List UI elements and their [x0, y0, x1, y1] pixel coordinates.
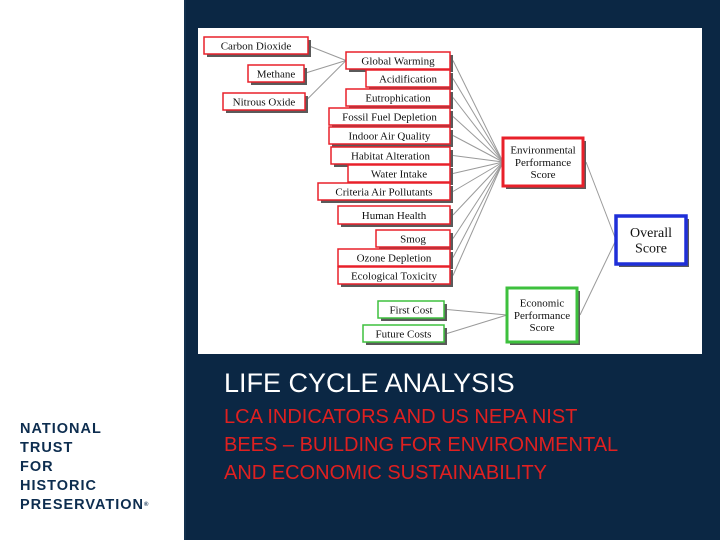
slide-subtitle: LCA INDICATORS AND US NEPA NIST BEES – B… [224, 403, 714, 487]
indicator-link-4 [452, 135, 504, 163]
cost-link-0 [446, 309, 508, 316]
input-nitrous-oxide-label: Nitrous Oxide [233, 96, 296, 108]
indicator-smog: Smog [375, 229, 453, 250]
indicator-ecological-toxicity: Ecological Toxicity [337, 266, 453, 287]
input-methane: Methane [247, 64, 307, 85]
indicator-acidification-frame [365, 69, 451, 88]
economic-performance-score-label: Economic [520, 298, 565, 310]
indicator-criteria-air-pollutants: Criteria Air Pollutants [317, 182, 453, 203]
indicator-link-11 [452, 161, 504, 276]
cost-link-1 [446, 314, 508, 334]
indicator-water-intake-label: Water Intake [371, 168, 427, 180]
slide-title: LIFE CYCLE ANALYSIS [224, 368, 515, 398]
cost-future-costs: Future Costs [362, 324, 447, 345]
environmental-performance-score-label: Performance [515, 157, 571, 169]
input-carbon-dioxide-frame [203, 36, 309, 55]
subtitle-line-3: AND ECONOMIC SUSTAINABILITY [224, 462, 548, 484]
cost-first-cost: First Cost [377, 300, 447, 321]
input-carbon-dioxide-label: Carbon Dioxide [221, 40, 292, 52]
logo-line-national: NATIONAL [20, 421, 102, 437]
indicator-fossil-fuel-depletion-frame [328, 107, 451, 126]
indicator-ecological-toxicity-frame [337, 266, 451, 285]
overall-score-frame [614, 214, 688, 266]
indicator-fossil-fuel-depletion: Fossil Fuel Depletion [328, 107, 453, 128]
indicator-habitat-alteration: Habitat Alteration [330, 146, 453, 167]
indicator-eutrophication: Eutrophication [345, 88, 453, 109]
indicator-global-warming-label: Global Warming [361, 55, 435, 67]
environmental-performance-score-frame [501, 136, 585, 188]
indicator-water-intake-frame [347, 164, 451, 183]
input-link-1 [303, 60, 347, 74]
indicator-human-health: Human Health [337, 205, 453, 227]
indicator-ozone-depletion-label: Ozone Depletion [357, 252, 432, 264]
indicator-criteria-air-pollutants-label: Criteria Air Pollutants [335, 186, 432, 198]
indicator-eutrophication-frame [345, 88, 451, 107]
indicator-fossil-fuel-depletion-label: Fossil Fuel Depletion [342, 111, 437, 123]
overall-score-label: Overall [630, 226, 672, 241]
logo-line-for: FOR [20, 459, 54, 475]
input-link-0 [307, 45, 347, 61]
indicator-link-0 [452, 60, 504, 163]
indicator-eutrophication-label: Eutrophication [365, 92, 431, 104]
indicator-human-health-label: Human Health [362, 210, 427, 222]
subtitle-line-1: LCA INDICATORS AND US NEPA NIST [224, 406, 578, 428]
input-methane-label: Methane [257, 68, 296, 80]
economic-performance-score-label: Score [529, 322, 554, 334]
indicator-link-1 [452, 78, 504, 163]
env-to-overall-link [585, 161, 617, 241]
indicator-ozone-depletion: Ozone Depletion [337, 248, 453, 269]
indicator-ecological-toxicity-label: Ecological Toxicity [351, 270, 438, 282]
economic-performance-score-label: Performance [514, 310, 570, 322]
economic-performance-score-frame [505, 286, 579, 344]
environmental-performance-score-label: Environmental [510, 145, 575, 157]
indicator-ozone-depletion-frame [337, 248, 451, 267]
indicator-link-7 [452, 161, 504, 192]
indicator-link-8 [452, 161, 504, 216]
indicator-smog-label: Smog [400, 233, 426, 245]
input-nitrous-oxide-frame [222, 92, 306, 111]
national-trust-logo: NATIONAL TRUST FOR HISTORIC PRESERVATION… [20, 420, 180, 515]
indicator-criteria-air-pollutants-frame [317, 182, 451, 201]
indicator-acidification: Acidification [365, 69, 453, 90]
indicator-link-3 [452, 116, 504, 163]
indicator-human-health-frame [337, 205, 451, 225]
indicator-indoor-air-quality-label: Indoor Air Quality [349, 130, 431, 142]
indicator-indoor-air-quality-frame [328, 126, 451, 145]
eco-to-overall-link [579, 239, 617, 316]
input-methane-frame [247, 64, 305, 83]
indicator-link-10 [452, 161, 504, 258]
overall-score-label: Score [635, 242, 667, 257]
indicator-habitat-alteration-frame [330, 146, 451, 165]
logo-line-trust: TRUST [20, 440, 74, 456]
indicator-link-6 [452, 161, 504, 174]
trademark-mark: ® [144, 502, 149, 508]
input-carbon-dioxide: Carbon Dioxide [203, 36, 311, 57]
input-nitrous-oxide: Nitrous Oxide [222, 92, 308, 113]
indicator-water-intake: Water Intake [347, 164, 453, 185]
indicator-acidification-label: Acidification [379, 73, 438, 85]
input-link-2 [304, 60, 347, 102]
environmental-performance-score-label: Score [530, 169, 555, 181]
indicator-global-warming-frame [345, 51, 451, 70]
cost-future-costs-frame [362, 324, 445, 343]
indicator-global-warming: Global Warming [345, 51, 453, 72]
cost-first-cost-frame [377, 300, 445, 319]
indicator-indoor-air-quality: Indoor Air Quality [328, 126, 453, 147]
logo-line-preservation: PRESERVATION® [20, 497, 149, 513]
subtitle-line-2: BEES – BUILDING FOR ENVIRONMENTAL [224, 434, 619, 456]
indicator-habitat-alteration-label: Habitat Alteration [351, 150, 431, 162]
indicator-link-2 [452, 97, 504, 163]
indicator-link-9 [452, 161, 504, 239]
logo-line-historic: HISTORIC [20, 478, 98, 494]
sidebar: NATIONAL TRUST FOR HISTORIC PRESERVATION… [0, 0, 184, 540]
indicator-link-5 [452, 155, 504, 163]
cost-first-cost-label: First Cost [389, 304, 432, 316]
indicator-smog-frame [375, 229, 451, 248]
cost-future-costs-label: Future Costs [376, 328, 432, 340]
